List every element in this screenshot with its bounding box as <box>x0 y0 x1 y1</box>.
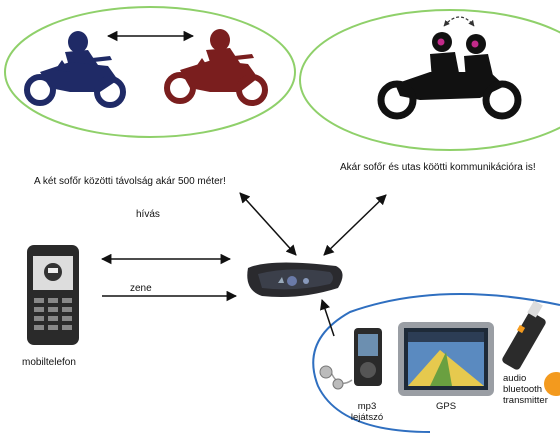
phone-label: mobiltelefon <box>22 357 76 368</box>
ellipse-two-riders <box>4 6 296 138</box>
audio-label-line1: audio <box>503 373 527 384</box>
audio-transmitter-label: audio bluetooth transmitter <box>503 373 548 406</box>
music-label: zene <box>130 283 152 294</box>
motorcycle-duo-icon <box>377 32 522 120</box>
bluetooth-transmitter-icon <box>502 300 560 396</box>
rider-passenger-label: Akár sofőr és utas köötti kommunikációra… <box>340 162 536 173</box>
mp3-player-icon <box>319 328 382 390</box>
gps-label: GPS <box>436 401 457 412</box>
headset-intercom-icon <box>247 262 343 297</box>
call-label: hívás <box>136 209 160 220</box>
mp3-label: mp3 lejátszó <box>350 401 384 423</box>
gps-device-icon <box>398 322 494 396</box>
mp3-label-line1: mp3 <box>357 401 377 412</box>
motorcycle-red-icon <box>164 29 268 106</box>
ellipse-media-devices <box>312 293 560 433</box>
audio-label-line2: bluetooth <box>503 384 543 395</box>
arrow-from-devices <box>320 299 335 337</box>
mobile-phone-icon <box>27 245 79 345</box>
motorcycle-blue-icon <box>24 31 126 108</box>
distance-label: A két sofőr közötti távolság akár 500 mé… <box>34 176 226 187</box>
rider-passenger-arrow <box>443 16 475 27</box>
arrow-to-riders <box>239 192 297 256</box>
ellipse-rider-passenger <box>299 9 560 151</box>
mp3-label-line2: lejátszó <box>350 412 384 423</box>
audio-label-line3: transmitter <box>503 395 548 406</box>
arrow-to-passenger <box>323 194 387 256</box>
